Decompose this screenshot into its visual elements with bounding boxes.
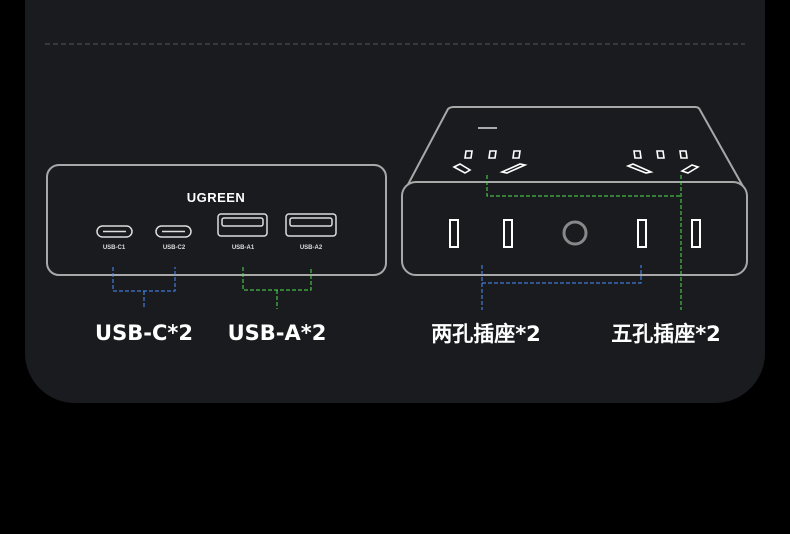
usb-a-port-icon <box>217 213 268 237</box>
usb-c-port-icon <box>155 225 192 238</box>
two-pin-socket-icon <box>449 219 701 248</box>
callout-line-five-pin <box>486 175 682 310</box>
power-button-icon <box>562 220 588 246</box>
label-five-pin-socket: 五孔插座*2 <box>611 322 721 346</box>
port-label-usb-c2: USB-C2 <box>163 245 186 251</box>
power-strip-top-outline <box>403 106 746 193</box>
callout-line-two-pin <box>481 265 642 310</box>
port-label-usb-a1: USB-A1 <box>232 245 255 251</box>
five-pin-socket-top-icon <box>452 150 700 174</box>
callout-line-usb-c <box>112 267 176 309</box>
label-usb-c: USB-C*2 <box>95 321 193 345</box>
port-label-usb-c1: USB-C1 <box>103 245 126 251</box>
usb-c-port-icon <box>96 225 133 238</box>
label-usb-a: USB-A*2 <box>228 321 327 345</box>
power-strip-device <box>401 106 748 276</box>
power-strip-front-outline <box>401 181 748 276</box>
usb-a-port-icon <box>285 213 337 237</box>
usb-panel-device: UGREEN USB-C1 USB-C2 USB-A1 USB-A2 <box>46 164 387 276</box>
callout-lines-sockets <box>481 175 682 310</box>
usb-panel-outline <box>46 164 387 276</box>
callout-line-usb-a <box>242 267 312 309</box>
callout-lines-usb <box>112 267 312 309</box>
label-two-pin-socket: 两孔插座*2 <box>431 322 541 346</box>
port-label-usb-a2: USB-A2 <box>300 245 323 251</box>
card-panel <box>25 0 765 403</box>
brand-logo: UGREEN <box>187 190 246 205</box>
